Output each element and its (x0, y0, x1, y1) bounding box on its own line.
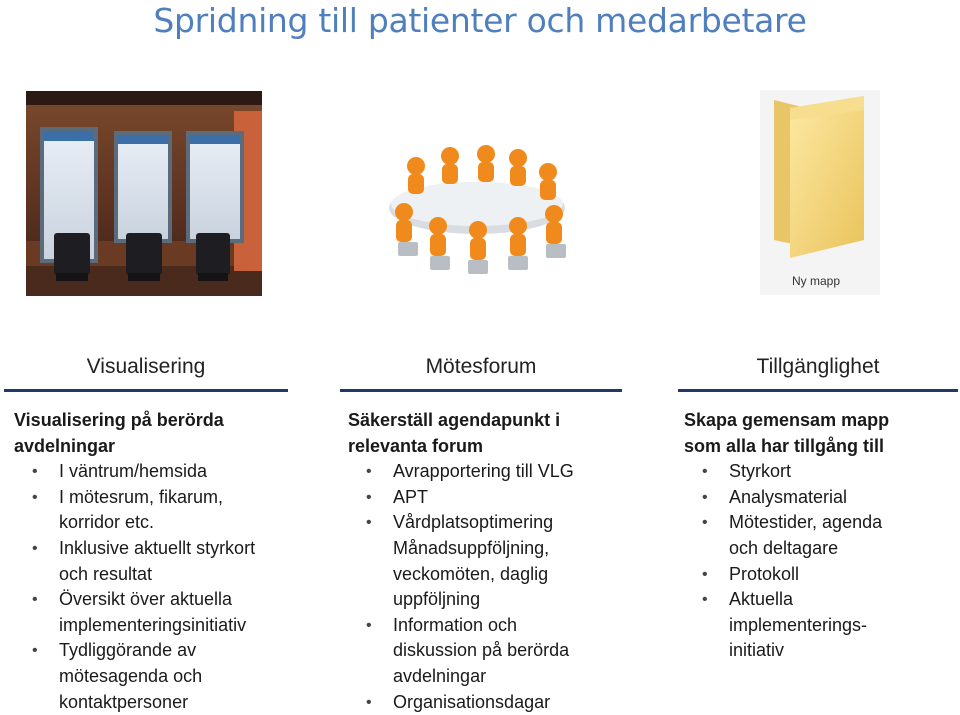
column-motesforum: Säkerställ agendapunkt i relevanta forum… (348, 408, 648, 715)
column-header-motesforum: Mötesforum (425, 355, 537, 378)
bullet-icon: • (32, 539, 38, 557)
bullet-list: •I väntrum/hemsida •I mötesrum, fikarum,… (14, 459, 314, 715)
divider-line (4, 389, 288, 392)
bullet-icon: • (366, 514, 372, 532)
bullet-list: •Avrapportering till VLG •APT •Vårdplats… (348, 459, 648, 715)
list-item: •Protokoll (684, 562, 960, 588)
column-heading: Säkerställ agendapunkt i relevanta forum (348, 410, 561, 456)
divider-line (678, 389, 958, 392)
column-header-tillganglighet: Tillgänglighet (756, 355, 880, 378)
bullet-icon: • (32, 591, 38, 609)
column-heading: Skapa gemensam mapp som alla har tillgån… (684, 410, 890, 456)
column-heading: Visualisering på berörda avdelningar (14, 410, 224, 456)
slide-title: Spridning till patienter och medarbetare (153, 1, 807, 40)
bullet-icon: • (366, 488, 372, 506)
list-item: •APT (348, 485, 648, 511)
list-item: •I väntrum/hemsida (14, 459, 314, 485)
bullet-list: •Styrkort •Analysmaterial •Mötestider, a… (684, 459, 960, 664)
list-item: •Organisationsdagar (348, 690, 648, 715)
list-item: •Analysmaterial (684, 485, 960, 511)
divider-line (340, 389, 622, 392)
bullet-icon: • (702, 514, 708, 532)
folder-caption: Ny mapp (792, 274, 840, 288)
meeting-table-figures-illustration (368, 116, 586, 281)
bullet-icon: • (366, 693, 372, 711)
bullet-icon: • (702, 591, 708, 609)
bullet-icon: • (32, 488, 38, 506)
whiteboards-corridor-photo (26, 91, 262, 296)
list-item: •I mötesrum, fikarum,korridor etc. (32, 486, 224, 533)
bullet-icon: • (366, 616, 372, 634)
list-item: •Avrapportering till VLG (348, 459, 648, 485)
column-visualisering: Visualisering på berörda avdelningar •I … (14, 408, 314, 715)
bullet-icon: • (366, 463, 372, 481)
bullet-icon: • (702, 488, 708, 506)
column-header-visualisering: Visualisering (86, 355, 206, 378)
bullet-icon: • (702, 463, 708, 481)
list-item: •Styrkort (684, 459, 960, 485)
column-tillganglighet: Skapa gemensam mapp som alla har tillgån… (684, 408, 960, 664)
bullet-icon: • (702, 565, 708, 583)
bullet-icon: • (32, 463, 38, 481)
bullet-icon: • (32, 642, 38, 660)
folder-icon: Ny mapp (760, 90, 880, 295)
